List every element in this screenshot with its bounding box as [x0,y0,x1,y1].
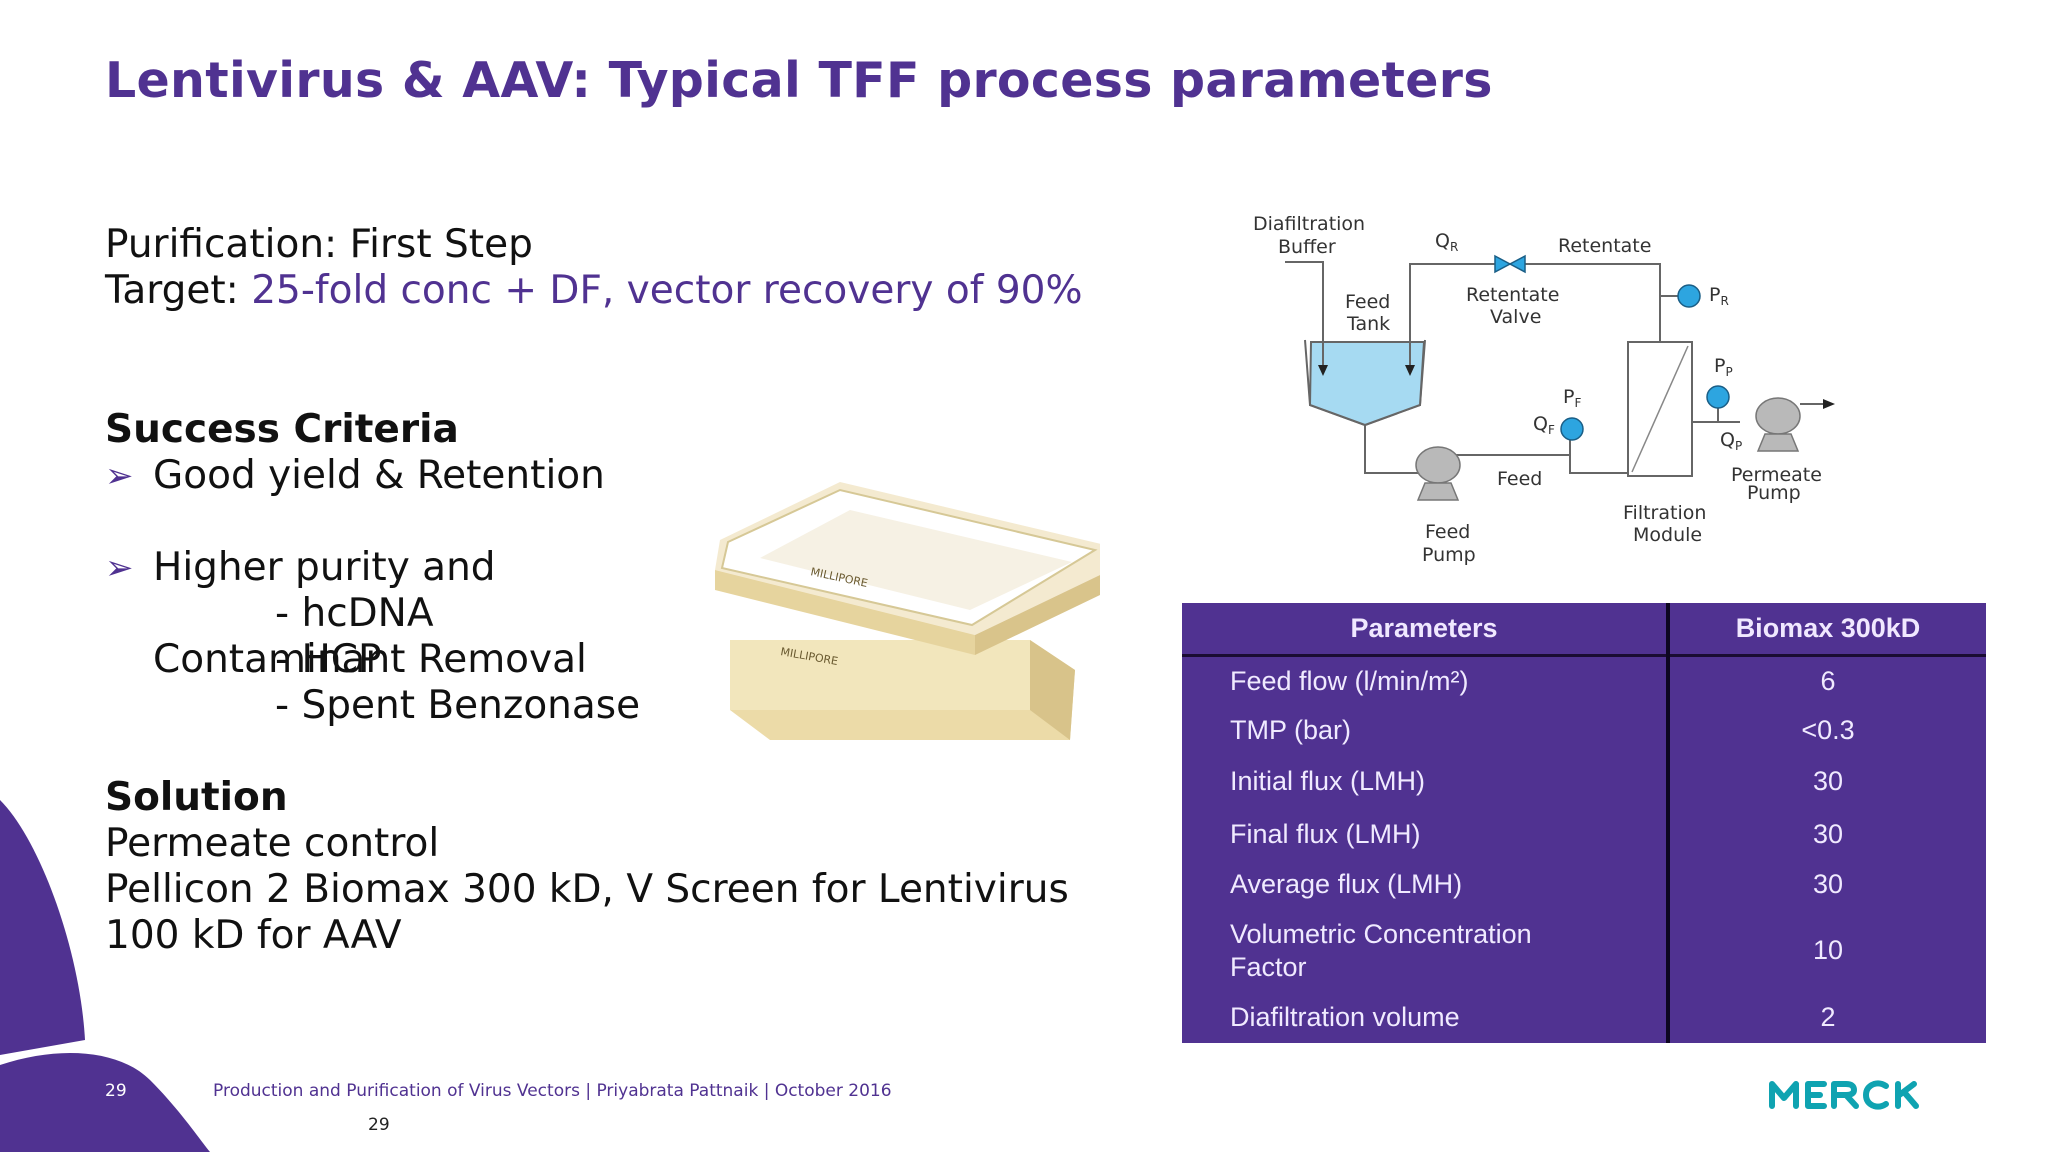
target-value: 25-fold conc + DF, vector recovery of 90… [251,268,1083,313]
label-buffer: Buffer [1278,236,1336,258]
permeate-pump-icon [1755,397,1801,435]
value-cell: 30 [1812,818,1844,849]
feed-line-to-pump [1364,425,1420,474]
solution-line: 100 kD for AAV [105,913,402,958]
label-pr: PR [1709,284,1729,308]
buffer-arrow-icon [1318,365,1328,376]
arrow-bullet-icon: ➢ [105,456,134,496]
label-retentate: Retentate [1558,235,1651,257]
success-item-label: Good yield & Retention [153,453,605,498]
footer-page-number-secondary: 29 [368,1115,390,1135]
footer-page-number: 29 [105,1081,127,1101]
solution-line: Permeate control [105,821,440,866]
label-retentate-valve-1: Retentate [1466,284,1559,306]
label-filtration-1: Filtration [1623,502,1706,524]
tff-process-diagram: Diafiltration Buffer Feed Tank QR Retent… [1253,213,1835,566]
retentate-return-line [1409,263,1661,370]
table-row: Initial flux (LMH) 30 [1182,755,1986,809]
param-cell: Volumetric Concentration Factor [1182,909,1670,993]
success-criteria-heading: Success Criteria [105,407,459,452]
param-cell: Feed flow (l/min/m²) [1182,655,1670,706]
pressure-gauge-pp-icon [1706,385,1730,409]
sub-item-benzonase: - Spent Benzonase [275,683,641,728]
value-cell: 10 [1812,935,1844,966]
pressure-gauge-pr-icon [1677,284,1701,308]
param-cell: Final flux (LMH) [1182,808,1670,861]
header-parameters: Parameters [1182,603,1670,657]
retentate-valve-icon [1494,254,1512,274]
footer-text: Production and Purification of Virus Vec… [213,1081,892,1101]
label-pf: PF [1563,386,1581,410]
value-cell: 6 [1820,665,1836,696]
success-item-label: Higher purity and [153,545,496,590]
solution-heading: Solution [105,775,288,820]
sub-item-hcdna: - hcDNA [275,591,434,636]
pressure-gauge-pf-icon [1560,417,1584,441]
buffer-inlet-line [1285,261,1324,370]
success-item-continuation: Contaminant Removal [105,637,2048,683]
label-feed: Feed [1497,468,1542,490]
param-cell-line: Factor [1230,951,1307,982]
table-row: Diafiltration volume 2 [1182,992,1986,1043]
table-row: Volumetric Concentration Factor 10 [1182,909,1986,993]
label-pp: PP [1714,355,1733,379]
label-feed-pump-2: Pump [1422,544,1476,566]
label-permeate-pump-1: Permeate [1731,464,1822,486]
param-cell: Diafiltration volume [1182,992,1670,1043]
label-qf: QF [1533,413,1555,437]
label-retentate-valve-2: Valve [1490,306,1541,328]
table-header-row: Parameters Biomax 300kD [1182,603,1986,657]
label-permeate-pump-2: Pump [1747,482,1801,504]
label-qp: QP [1720,429,1742,453]
retentate-arrow-icon [1405,365,1415,376]
arrow-bullet-icon: ➢ [105,548,134,588]
slide-title: Lentivirus & AAV: Typical TFF process pa… [105,52,1493,109]
solution-line: Pellicon 2 Biomax 300 kD, V Screen for L… [105,867,1069,912]
success-item: ➢ Good yield & Retention [105,453,2048,499]
feed-tank-fluid [1308,341,1426,427]
table-row: Average flux (LMH) 30 [1182,860,1986,910]
value-cell: <0.3 [1801,715,1855,746]
table-row: Final flux (LMH) 30 [1182,808,1986,861]
label-diafiltration: Diafiltration [1253,213,1365,235]
decorative-purple-shape-bottom [0,1053,210,1152]
value-cell: 30 [1812,766,1844,797]
table-row: Feed flow (l/min/m²) 6 [1182,655,1986,706]
table-row: TMP (bar) <0.3 [1182,705,1986,756]
param-cell: Initial flux (LMH) [1182,755,1670,809]
feed-pump-icon [1415,446,1461,484]
success-item: ➢ Higher purity and [105,545,2048,591]
label-feed-tank-1: Feed [1345,291,1390,313]
sub-item-hcp: - HCP [275,637,382,682]
value-cell: 2 [1820,1002,1836,1033]
header-biomax: Biomax 300kD [1668,603,1986,657]
label-feed-tank-2: Tank [1346,313,1390,335]
target-line: Target: 25-fold conc + DF, vector recove… [105,268,1083,314]
label-feed-pump-1: Feed [1425,521,1470,543]
param-cell: Average flux (LMH) [1182,860,1670,910]
value-cell: 30 [1812,869,1844,900]
param-cell-line: Volumetric Concentration [1230,918,1532,949]
pellicon-cassette-image: MILLIPORE MILLIPORE [715,482,1100,740]
label-filtration-2: Module [1633,524,1702,546]
decorative-purple-shape-left [0,800,85,1055]
merck-logo [1769,1080,1919,1110]
success-item-label: Contaminant Removal [153,637,587,682]
parameters-table: Parameters Biomax 300kD Feed flow (l/min… [1182,603,1986,1043]
feed-line-to-module [1450,454,1628,474]
purification-line: Purification: First Step [105,222,533,267]
label-qr: QR [1435,230,1458,254]
param-cell: TMP (bar) [1182,705,1670,756]
permeate-outlet-arrow-icon [1823,399,1835,409]
target-label: Target: [105,268,252,313]
